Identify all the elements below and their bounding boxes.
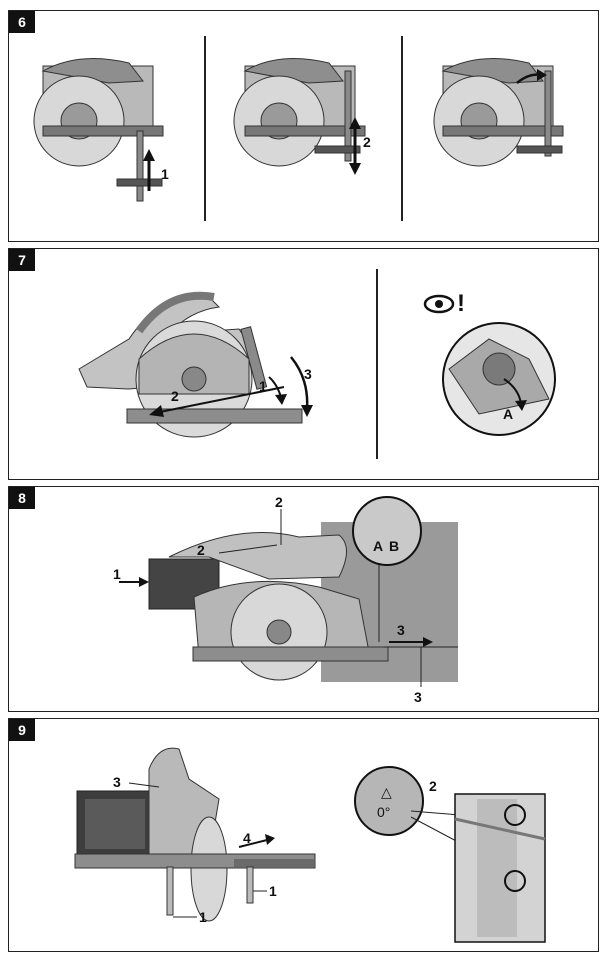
- panel-6-illustration: 1 2: [33, 36, 564, 221]
- panel-number-badge: 9: [9, 719, 35, 741]
- panel-9-illustration: 3 4 1 1 △ 0° 2: [74, 747, 546, 943]
- panel-number-badge: 7: [9, 249, 35, 271]
- panel-8-illustration: 1 2 2 3 3 A B: [113, 494, 458, 705]
- figure-panel-9: 9 3 4 1 1 △ 0° 2: [8, 718, 599, 952]
- saw-base-view-1: [33, 58, 164, 202]
- callout-2-left: 2: [197, 542, 205, 558]
- eye-icon: [423, 294, 455, 314]
- delta-symbol: △: [381, 784, 392, 800]
- circular-saw-front-view: [74, 747, 316, 922]
- callout-3-cutline: 3: [414, 689, 422, 705]
- mark-a-label: A: [373, 538, 383, 554]
- panel-7-illustration: 2 1 3 ! A: [78, 269, 556, 459]
- callout-1-right: 1: [269, 883, 277, 899]
- callout-1: 1: [259, 378, 267, 394]
- callout-2: 2: [171, 388, 179, 404]
- angle-value: 0°: [377, 804, 390, 820]
- callout-3: 3: [304, 366, 312, 382]
- callout-3-direction: 3: [397, 622, 405, 638]
- panel-number-badge: 6: [9, 11, 35, 33]
- mark-b-label: B: [389, 538, 399, 554]
- exclamation-icon: !: [457, 290, 465, 317]
- callout-2-top: 2: [275, 494, 283, 510]
- circular-saw-cutting-view: [119, 509, 458, 687]
- magnified-mark-view: [352, 496, 422, 642]
- magnified-detail-view: [442, 322, 556, 436]
- callout-a: A: [503, 406, 513, 422]
- panel-number-badge: 8: [9, 487, 35, 509]
- saw-base-view-2: [233, 58, 366, 175]
- callout-1: 1: [113, 566, 121, 582]
- figure-panel-7: 7 2 1 3 !: [8, 248, 599, 480]
- callout-2: 2: [363, 134, 371, 150]
- callout-1-left: 1: [199, 909, 207, 925]
- scale-detail-view: [454, 793, 546, 943]
- callout-1: 1: [161, 166, 169, 182]
- figure-panel-8: 8 1 2 2 3 3 A B: [8, 486, 599, 712]
- callout-4: 4: [243, 830, 251, 846]
- figure-panel-6: 6 1 2: [8, 10, 599, 242]
- callout-3: 3: [113, 774, 121, 790]
- saw-base-view-3: [433, 58, 564, 167]
- circular-saw-side-view: [78, 291, 313, 438]
- callout-2: 2: [429, 778, 437, 794]
